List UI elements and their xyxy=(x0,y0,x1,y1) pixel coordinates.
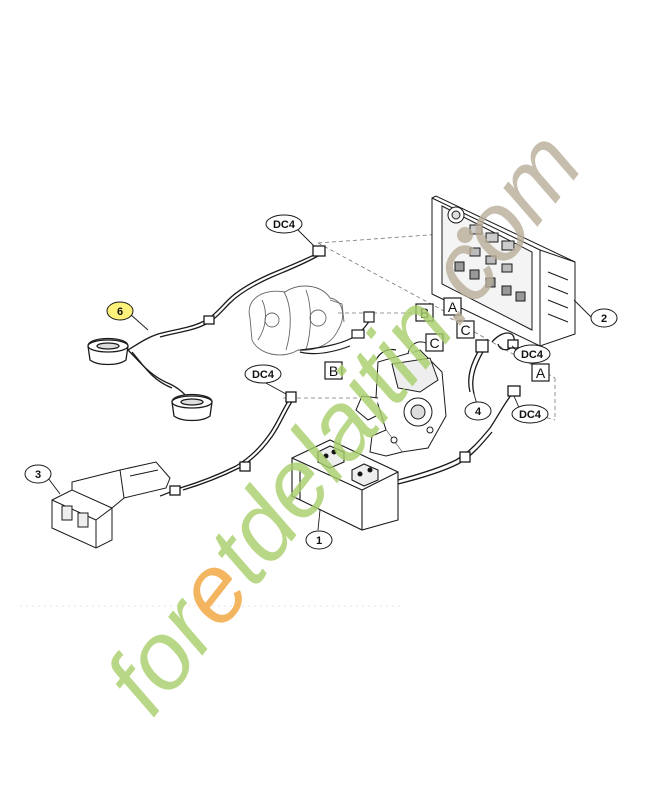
dc4-tag-mid: DC4 xyxy=(244,364,282,384)
harness-part-6 xyxy=(87,245,326,422)
letter-box-b-upper: B xyxy=(415,303,434,322)
callout-4-text: 4 xyxy=(475,406,482,418)
letter-box-c-upper: C xyxy=(456,320,475,339)
dc4-tag-mid-text: DC4 xyxy=(252,369,275,381)
transmission-assembly xyxy=(355,341,447,457)
bracket-part-3 xyxy=(51,461,171,549)
callout-4: 4 xyxy=(464,401,492,421)
letter-box-c-lower: C xyxy=(425,333,444,352)
dc4-tag-top-text: DC4 xyxy=(273,219,296,231)
callout-2: 2 xyxy=(590,308,618,328)
engine-outline xyxy=(248,285,345,356)
dc4-tag-right-upper: DC4 xyxy=(513,344,551,364)
watermark: foretdelaitin.com xyxy=(84,112,602,733)
callout-3-text: 3 xyxy=(35,469,41,481)
letter-c-upper-text: C xyxy=(460,322,470,338)
dc4-tag-right-lower-text: DC4 xyxy=(519,409,542,421)
letter-c-lower-text: C xyxy=(429,335,439,351)
letter-b-upper-text: B xyxy=(420,305,429,321)
callout-3: 3 xyxy=(24,464,52,484)
engine-wire-loom xyxy=(299,311,397,361)
callout-2-text: 2 xyxy=(601,313,607,325)
letter-a-upper-text: A xyxy=(448,299,458,315)
dc4-tag-top: DC4 xyxy=(265,214,303,234)
callout-6-text: 6 xyxy=(117,306,123,318)
dc4-tag-right-upper-text: DC4 xyxy=(521,349,544,361)
letter-b-lower-text: B xyxy=(329,363,338,379)
letter-box-b-lower: B xyxy=(324,361,343,380)
letter-box-a-upper: A xyxy=(443,297,462,316)
callout-1: 1 xyxy=(305,530,333,550)
callout-1-text: 1 xyxy=(316,535,322,547)
battery-box-part-1 xyxy=(291,439,399,531)
letter-box-a-lower: A xyxy=(531,363,550,382)
dc4-tag-right-lower: DC4 xyxy=(511,404,549,424)
lower-harness xyxy=(159,385,521,497)
callout-6: 6 xyxy=(106,301,134,321)
watermark-dot xyxy=(457,227,473,243)
letter-a-lower-text: A xyxy=(536,365,546,381)
watermark-text: foretdelaitin.com xyxy=(84,112,602,733)
harness-part-4 xyxy=(468,332,519,395)
